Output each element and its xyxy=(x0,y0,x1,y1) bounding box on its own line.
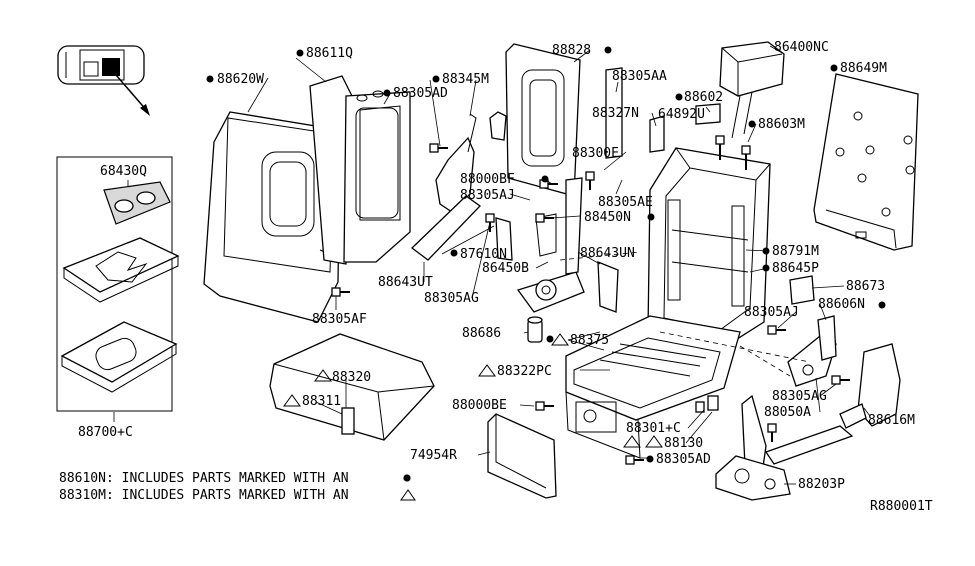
label-88643un: 88643UN xyxy=(580,246,635,261)
label-88791m: 88791M xyxy=(772,244,819,259)
label-68430q: 68430Q xyxy=(100,164,147,179)
label-88828: 88828 xyxy=(552,43,591,58)
label-88686: 88686 xyxy=(462,326,501,341)
label-88305ae: 88305AE xyxy=(598,195,653,210)
label-88322pc: 88322PC xyxy=(497,364,552,379)
label-88606n: 88606N xyxy=(818,297,865,312)
label-88620w: 88620W xyxy=(217,72,264,87)
label-88305aj-right: 88305AJ xyxy=(744,305,799,320)
label-87610n: 87610N xyxy=(460,247,507,262)
label-88375: 88375 xyxy=(570,333,609,348)
label-88000be: 88000BE xyxy=(452,398,507,413)
recliner-86450b xyxy=(495,177,585,313)
label-88305af: 88305AF xyxy=(312,312,367,327)
vehicle-locator-icon xyxy=(57,45,150,116)
reference-lines xyxy=(559,251,811,377)
label-88300e: 88300E xyxy=(572,146,619,161)
seat-riser xyxy=(565,261,741,459)
note-88610n: 88610N: INCLUDES PARTS MARKED WITH AN xyxy=(59,471,349,486)
seat-back-frame-88611q xyxy=(309,75,411,265)
legend-notes: 88610N: INCLUDES PARTS MARKED WITH AN 88… xyxy=(59,471,933,514)
label-88000bf: 88000BF xyxy=(460,172,515,187)
label-88616m: 88616M xyxy=(868,413,915,428)
label-88311: 88311 xyxy=(302,394,341,409)
part-labels: 88611Q 88620W 88345M 88305AD 88828 88305… xyxy=(78,40,915,492)
label-88643ut: 88643UT xyxy=(378,275,433,290)
label-86450b: 86450B xyxy=(482,261,529,276)
label-88320: 88320 xyxy=(332,370,371,385)
label-88305aa: 88305AA xyxy=(612,69,667,84)
seat-back-88828 xyxy=(489,43,581,197)
diagram-code: R880001T xyxy=(870,499,933,514)
panel-74954r xyxy=(487,413,557,499)
label-88611q: 88611Q xyxy=(306,46,353,61)
label-88645p: 88645P xyxy=(772,261,819,276)
label-88305ag-right: 88305AG xyxy=(772,389,827,404)
small-parts xyxy=(695,395,719,413)
bolts xyxy=(331,135,850,465)
label-74954r: 74954R xyxy=(410,448,457,463)
label-88305ad-top: 88305AD xyxy=(393,86,448,101)
back-panel-88649m xyxy=(813,73,919,251)
bracket-88345m xyxy=(410,113,481,261)
seat-back-88620w xyxy=(203,111,341,323)
label-88301c: 88301+C xyxy=(626,421,681,436)
headrest-86400nc xyxy=(719,41,785,139)
label-88130: 88130 xyxy=(664,436,703,451)
label-88673: 88673 xyxy=(846,279,885,294)
leader-lines xyxy=(113,45,871,485)
label-88602: 88602 xyxy=(684,90,723,105)
label-88450n: 88450N xyxy=(584,210,631,225)
label-88305ad-bot: 88305AD xyxy=(656,452,711,467)
label-88305ag-mid: 88305AG xyxy=(424,291,479,306)
label-88327n: 88327N xyxy=(592,106,639,121)
label-64892u: 64892U xyxy=(658,107,705,122)
note-88310m: 88310M: INCLUDES PARTS MARKED WITH AN xyxy=(59,488,349,503)
label-88649m: 88649M xyxy=(840,61,887,76)
label-86400nc: 86400NC xyxy=(774,40,829,55)
label-88203p: 88203P xyxy=(798,477,845,492)
label-88050a: 88050A xyxy=(764,405,811,420)
seat-frame-main xyxy=(605,67,771,347)
bushing-88686 xyxy=(527,316,543,343)
label-88305aj-mid: 88305AJ xyxy=(460,188,515,203)
side-bracket-88616m xyxy=(839,343,901,429)
leg-bracket-88203p xyxy=(715,394,854,501)
hinge-right xyxy=(787,275,837,387)
seat-cushion-88320 xyxy=(269,333,435,441)
kit-box-88700c xyxy=(56,156,180,412)
label-88603m: 88603M xyxy=(758,117,805,132)
label-88345m: 88345M xyxy=(442,72,489,87)
label-88700c: 88700+C xyxy=(78,425,133,440)
